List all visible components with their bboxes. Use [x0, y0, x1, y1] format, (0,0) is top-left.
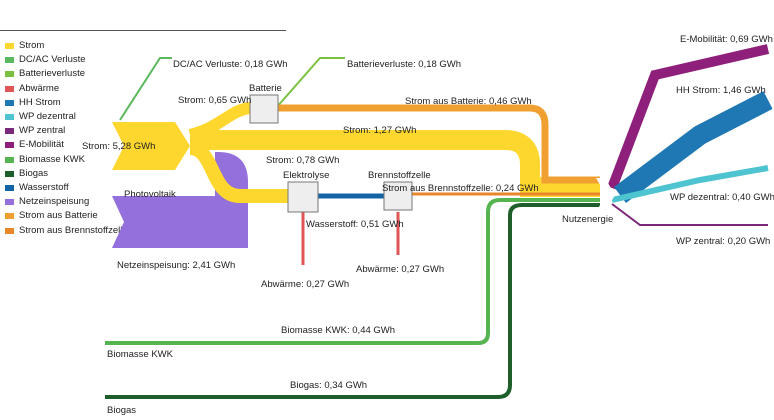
flow-strom-elektrolyse: [188, 141, 288, 203]
legend-label: WP zentral: [19, 125, 66, 137]
label-hh: HH Strom: 1,46 GWh: [676, 85, 766, 96]
label-photovoltaik: Photovoltaik: [124, 189, 176, 200]
legend-swatch: [5, 114, 14, 121]
node-brennstoffzelle: [383, 181, 413, 211]
legend-label: Biomasse KWK: [19, 153, 85, 165]
legend-swatch: [5, 227, 14, 234]
label-battverl: Batterieverluste: 0,18 GWh: [347, 59, 461, 70]
label-strom-aus-batt: Strom aus Batterie: 0,46 GWh: [405, 96, 532, 107]
legend-label: Strom aus Brennstoffzelle: [19, 224, 128, 236]
label-biogas-node: Biogas: [107, 405, 136, 416]
flow-biogas: [105, 203, 600, 399]
flow-wp-dezentral: [611, 165, 769, 203]
legend-swatch: [5, 170, 14, 177]
legend-label: HH Strom: [19, 96, 61, 108]
legend-swatch: [5, 99, 14, 106]
legend-label: Strom aus Batterie: [19, 210, 98, 222]
flow-dcac-verluste: [119, 57, 172, 121]
label-netz: Netzeinspeisung: 2,41 GWh: [117, 260, 235, 271]
flow-biomasse: [105, 198, 600, 345]
legend-swatch: [5, 213, 14, 220]
legend-item: Netzeinspeisung: [5, 195, 128, 209]
flow-hh-strom: [614, 91, 773, 203]
legend-rule: [0, 30, 286, 31]
legend-swatch: [5, 184, 14, 191]
legend-swatch: [5, 85, 14, 92]
label-wpzen: WP zentral: 0,20 GWh: [676, 236, 770, 247]
legend-item: Biogas: [5, 167, 128, 181]
label-brennstoffzelle: Brennstoffzelle: [368, 170, 431, 181]
legend-label: Strom: [19, 40, 45, 52]
node-elektrolyse: [287, 181, 319, 213]
legend-item: HH Strom: [5, 96, 128, 110]
label-emob: E-Mobilität: 0,69 GWh: [680, 34, 773, 45]
label-strom-batt: Strom: 0,65 GWh: [178, 95, 251, 106]
legend-label: Biogas: [19, 167, 49, 179]
legend-swatch: [5, 142, 14, 149]
label-biomasse: Biomasse KWK: 0,44 GWh: [281, 325, 395, 336]
legend-item: Strom: [5, 39, 128, 53]
node-batterie: [249, 94, 279, 124]
legend-label: Wasserstoff: [19, 181, 69, 193]
legend-item: Strom aus Batterie: [5, 209, 128, 223]
flow-batterieverluste: [275, 57, 345, 109]
label-dcac: DC/AC Verluste: 0,18 GWh: [173, 59, 288, 70]
legend-label: Batterieverluste: [19, 68, 86, 80]
legend-label: DC/AC Verluste: [19, 54, 86, 66]
label-nutzenergie: Nutzenergie: [562, 214, 613, 225]
label-biomasse-node: Biomasse KWK: [107, 349, 174, 360]
label-elektrolyse: Elektrolyse: [283, 170, 329, 181]
legend-label: E-Mobilität: [19, 139, 64, 151]
label-wasserstoff: Wasserstoff: 0,51 GWh: [306, 219, 404, 230]
legend-item: E-Mobilität: [5, 138, 128, 152]
node-photovoltaik: [112, 122, 190, 170]
legend-swatch: [5, 57, 14, 64]
legend-item: Wasserstoff: [5, 181, 128, 195]
legend-label: Abwärme: [19, 82, 60, 94]
label-wpdez: WP dezentral: 0,40 GWh: [670, 192, 774, 203]
legend-swatch: [5, 199, 14, 206]
legend-swatch: [5, 43, 14, 50]
flow-strom-direkt: [190, 130, 600, 197]
legend-item: WP dezentral: [5, 110, 128, 124]
label-biogas: Biogas: 0,34 GWh: [290, 380, 367, 391]
flow-netzeinspeisung: [112, 152, 248, 248]
legend-swatch: [5, 128, 14, 135]
legend-item: Strom aus Brennstoffzelle: [5, 223, 128, 237]
legend-swatch: [5, 71, 14, 78]
label-abw-elek: Abwärme: 0,27 GWh: [261, 279, 349, 290]
flow-wp-zentral: [611, 203, 768, 226]
label-strom-direkt: Strom: 1,27 GWh: [343, 125, 416, 136]
legend-label: Netzeinspeisung: [19, 196, 90, 208]
legend-swatch: [5, 156, 14, 163]
label-strom-elek: Strom: 0,78 GWh: [266, 155, 339, 166]
node-nutzenergie: [596, 178, 615, 212]
label-strom-bz: Strom aus Brennstoffzelle: 0,24 GWh: [382, 183, 539, 194]
legend-item: Abwärme: [5, 82, 128, 96]
legend-item: WP zentral: [5, 124, 128, 138]
legend-label: WP dezentral: [19, 111, 76, 123]
legend-item: Batterieverluste: [5, 67, 128, 81]
legend-item: Biomasse KWK: [5, 153, 128, 167]
label-batterie: Batterie: [249, 83, 282, 94]
label-pv-strom: Strom: 5,28 GWh: [82, 141, 155, 152]
flow-strom-aus-batterie: [278, 104, 600, 184]
label-abw-bz: Abwärme: 0,27 GWh: [356, 264, 444, 275]
flow-e-mobilitaet: [607, 44, 770, 190]
legend-item: DC/AC Verluste: [5, 53, 128, 67]
